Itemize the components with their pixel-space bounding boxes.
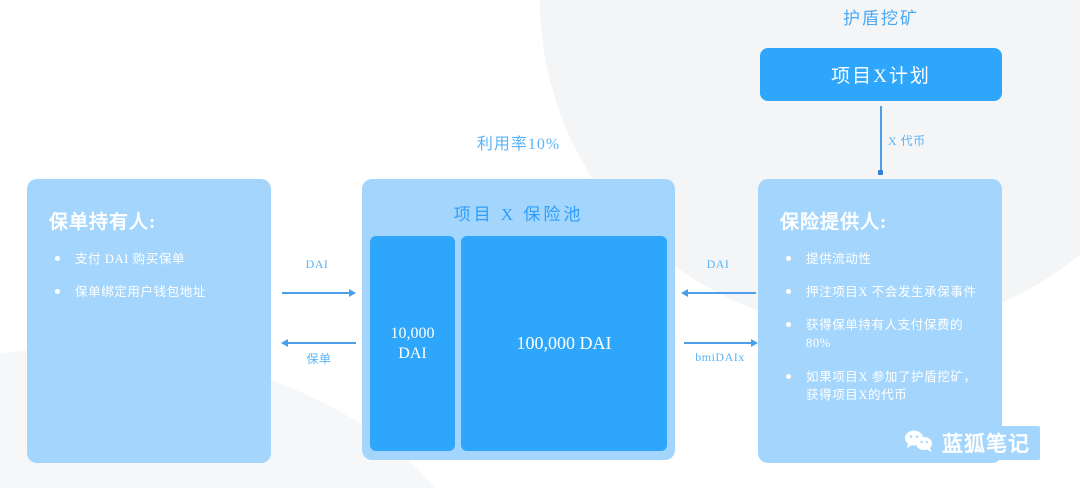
policy-holder-title: 保单持有人: [49, 212, 157, 233]
watermark-text: 蓝狐笔记 [942, 433, 1030, 456]
utilization-rate-label: 利用率10% [476, 136, 561, 153]
insurance-provider-title: 保险提供人: [780, 212, 888, 233]
pool-title: 项目 X 保险池 [453, 205, 584, 224]
watermark: 蓝狐笔记 [896, 426, 1040, 460]
token-flow-endpoint-dot [878, 170, 883, 175]
policy-holder-panel: 保单持有人: 支付 DAI 购买保单 保单绑定用户钱包地址 [27, 179, 271, 463]
insurance-provider-bullet-list: 提供流动性 押注项目X 不会发生承保事件 获得保单持有人支付保费的 80% 如果… [780, 250, 980, 404]
project-x-plan-box[interactable]: 项目X计划 [760, 48, 1002, 101]
left-bottom-arrow-head [281, 339, 288, 347]
list-item: 提供流动性 [780, 250, 980, 268]
left-bottom-connector-label: 保单 [306, 352, 332, 366]
list-item: 押注项目X 不会发生承保事件 [780, 283, 980, 301]
left-top-arrow-head [349, 289, 356, 297]
liquidity-bar: 100,000 DAI [461, 236, 667, 451]
mining-section-title: 护盾挖矿 [843, 9, 919, 28]
token-flow-label: X 代币 [888, 134, 926, 148]
wechat-icon [904, 429, 934, 458]
token-flow-line [880, 106, 882, 173]
right-top-connector-label: DAI [706, 257, 730, 271]
list-item: 获得保单持有人支付保费的 80% [780, 316, 980, 352]
right-top-arrow-line [688, 292, 756, 294]
list-item: 支付 DAI 购买保单 [49, 250, 249, 268]
right-bottom-arrow-line [684, 342, 752, 344]
left-top-connector-label: DAI [305, 257, 329, 271]
insurance-provider-panel: 保险提供人: 提供流动性 押注项目X 不会发生承保事件 获得保单持有人支付保费的… [758, 179, 1002, 463]
list-item: 如果项目X 参加了护盾挖矿，获得项目X的代币 [780, 368, 980, 404]
policy-holder-bullet-list: 支付 DAI 购买保单 保单绑定用户钱包地址 [49, 250, 249, 301]
list-item: 保单绑定用户钱包地址 [49, 283, 249, 301]
right-top-arrow-head [681, 289, 688, 297]
left-top-arrow-line [282, 292, 350, 294]
left-bottom-arrow-line [288, 342, 356, 344]
liquidity-bar-value: 100,000 DAI [516, 333, 612, 354]
right-bottom-connector-label: bmiDAIx [695, 350, 745, 364]
right-bottom-arrow-head [751, 339, 758, 347]
